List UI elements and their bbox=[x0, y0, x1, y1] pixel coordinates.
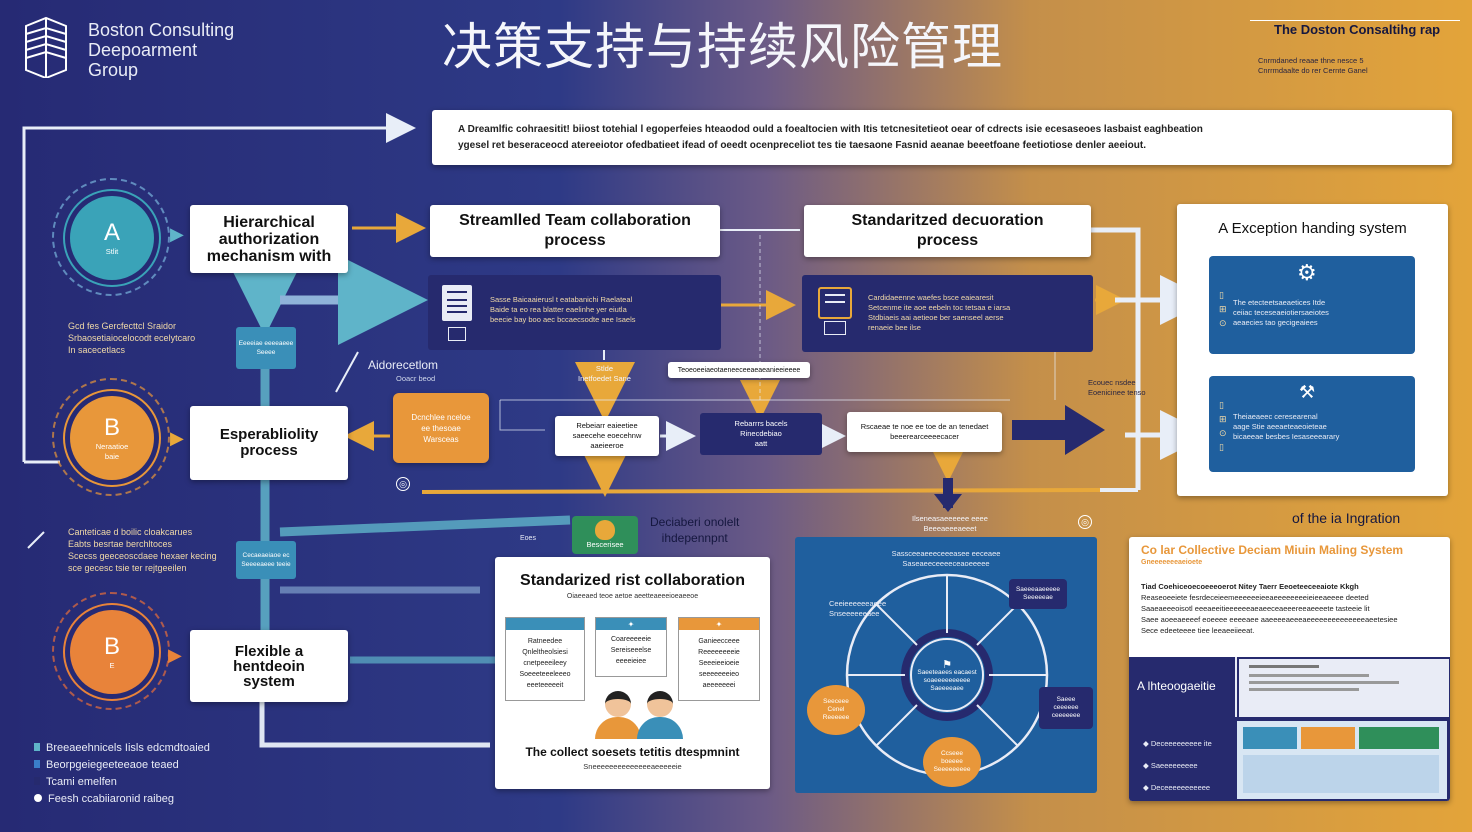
chevron-right-icon: ▶ bbox=[170, 224, 184, 244]
wheel-node-right[interactable]: Saeee ceeeeee ceeeeeee bbox=[1039, 687, 1093, 729]
brand-logo-icon bbox=[22, 14, 72, 80]
exception-title: A Exception handing system bbox=[1218, 220, 1407, 237]
info-icon: ◎ bbox=[396, 477, 410, 491]
decision-node[interactable]: Bescerisee bbox=[572, 516, 638, 554]
document-icon bbox=[442, 285, 472, 321]
badge-icon: ⚑ bbox=[942, 659, 952, 671]
circle-b2-ring bbox=[52, 592, 170, 710]
legend-item: Feesh ccabiiaronid raibeg bbox=[34, 791, 210, 808]
standardized-process-box[interactable]: Standaritzed decuoration process bbox=[804, 205, 1091, 257]
card-side-icons: ▯⊞⊙▯ bbox=[1219, 400, 1227, 452]
circle-a[interactable]: A Stlit bbox=[70, 196, 154, 280]
integration-card: Co lar Collective Deciam Miuin Maling Sy… bbox=[1129, 537, 1450, 801]
flexible-system-box[interactable]: Flexible a hentdeoin system bbox=[190, 630, 348, 702]
dash-panel-top bbox=[1239, 659, 1449, 717]
circle-b2[interactable]: B E bbox=[70, 610, 154, 694]
eoes-label: Eoes bbox=[520, 535, 536, 542]
brand-name: Boston Consulting Deepoarment Group bbox=[88, 20, 235, 80]
integration-title: Co lar Collective Deciam Miuin Maling Sy… bbox=[1141, 543, 1404, 557]
page-title: 决策支持与持续风险管理 bbox=[442, 18, 1003, 76]
left-legend: Breeaeehnicels Iisls edcmdtoaied Beorpge… bbox=[34, 740, 210, 808]
legend-item: Breeaeehnicels Iisls edcmdtoaied bbox=[34, 740, 210, 757]
dash-panel-bottom bbox=[1237, 721, 1447, 799]
circle-b1-ring bbox=[52, 378, 170, 496]
flow-step-3[interactable]: Rscaeae te noe ee toe de an tenedaet bee… bbox=[847, 412, 1002, 452]
orange-process-box[interactable]: Dcnchlee nceloe ee thesoae Warsceas bbox=[393, 393, 489, 463]
map-icon bbox=[1243, 755, 1439, 793]
clipboard-icon bbox=[818, 287, 852, 319]
auth-sublabel: Ooacr beod bbox=[396, 374, 436, 383]
top-right-divider bbox=[1250, 20, 1460, 21]
wheel-node-top-right[interactable]: Saeeeaaeeeee Seeeeeae bbox=[1009, 579, 1067, 609]
info-icon: ◎ bbox=[1078, 515, 1092, 529]
circle-a-ring bbox=[52, 178, 170, 296]
team-collaboration-box[interactable]: Streamlled Team collaboration process bbox=[430, 205, 720, 257]
chevron-right-icon: ▶ bbox=[170, 428, 184, 448]
bulb-icon bbox=[595, 520, 615, 540]
person-icon bbox=[593, 687, 643, 739]
legend-item: Beorpgeiegeeteeaoe teaed bbox=[34, 757, 210, 774]
team-desc-box: Sasse Baicaaierusl t eatabanichi Raelate… bbox=[428, 275, 721, 350]
risk-collaboration-card: Standarized rist collaboration Oiaeeaed … bbox=[495, 557, 770, 789]
integration-heading: of the ia Ingration bbox=[1292, 510, 1401, 526]
spine-tag-1: Eeeeiae eeeeaeee Seeee bbox=[236, 327, 296, 369]
flow-step-2[interactable]: Rebarrrs bacels Rinecdebiao aatt bbox=[700, 413, 822, 455]
integration-text: Tiad Coehiceoecoeeeoerot Nitey Taerr Eeo… bbox=[1141, 582, 1398, 635]
dash-list-item[interactable]: ◆ Saeeeeeeeee bbox=[1143, 761, 1198, 770]
integration-dashboard: A lhteoogaeitie ◆ Deceeeeeeeee ite ◆ Sae… bbox=[1129, 657, 1450, 801]
left-note-2: Canteticae d boilic cloakcarues Eabts be… bbox=[68, 527, 217, 573]
exception-handling-card: A Exception handing system ⚙ ▯⊞⊙ The ete… bbox=[1177, 204, 1448, 496]
person-icon bbox=[635, 687, 685, 739]
hierarchical-authorization-box[interactable]: Hierarchical authorization mechanism wit… bbox=[190, 205, 348, 273]
standardized-desc-box: Cardidaeenne waefes bsce eaiearesit Setc… bbox=[802, 275, 1093, 352]
flow-step-1[interactable]: Rebeiarr eaieetiee saeecehe eoecehnw aae… bbox=[555, 416, 659, 456]
card-side-icons: ▯⊞⊙ bbox=[1219, 290, 1227, 328]
wheel-node-left[interactable]: Seeceee Cenel Reeeeee bbox=[807, 685, 865, 735]
dash-list-item[interactable]: ◆ Deceeeeeeeee ite bbox=[1143, 739, 1212, 748]
intro-banner: A Dreamlfic cohraesitit! biiost totehial… bbox=[432, 110, 1452, 165]
wheel-node-bottom[interactable]: Ccseee boeeee Seeeeeeeee bbox=[923, 737, 981, 787]
spine-tag-2: Cecaeaeiaoe ec Seeeeaeee teeie bbox=[236, 541, 296, 579]
circle-b1[interactable]: B Neraatioe baie bbox=[70, 396, 154, 480]
esperability-process-box[interactable]: Esperabliolity process bbox=[190, 406, 348, 480]
chevron-right-icon: ▶ bbox=[168, 645, 182, 665]
dash-list-item[interactable]: ◆ Deceeeeeeeeeee bbox=[1143, 783, 1211, 792]
risk-card-footer: The collect soesets tetitis dtespmnint bbox=[525, 745, 740, 759]
left-note-1: Gcd fes Gercfecttcl Sraidor Srbaosetiaio… bbox=[68, 321, 196, 355]
top-right-note: Cnrmdaned reaae thne nesce 5 Cnrrmdaalte… bbox=[1258, 56, 1368, 75]
auth-label: Aidorecetlom bbox=[368, 358, 439, 372]
wheel-rings bbox=[845, 573, 1049, 777]
legend-item: Tcami emelfen bbox=[34, 774, 210, 791]
wheel-center[interactable]: ⚑ Saeeteaees eacaest soaeeeeeeeeee Saeee… bbox=[917, 659, 977, 693]
navy-arrow-label: Ilseneasaeeeeee eeee Beeeaeeeaeeet bbox=[912, 514, 988, 533]
ceracd-tag: Teoeoeeiaeotaeneeceeaeaeanieeieeee bbox=[668, 362, 810, 378]
risk-card-title: Standarized rist collaboration bbox=[520, 572, 745, 589]
tools-icon: ⚒ bbox=[1299, 382, 1316, 402]
gear-icon: ⚙ bbox=[1297, 260, 1317, 285]
dash-list: ◆ Deceeeeeeeee ite ◆ Saeeeeeeeee ◆ Decee… bbox=[1143, 733, 1212, 799]
top-right-title: The Doston Consaltihg rap bbox=[1274, 22, 1441, 37]
